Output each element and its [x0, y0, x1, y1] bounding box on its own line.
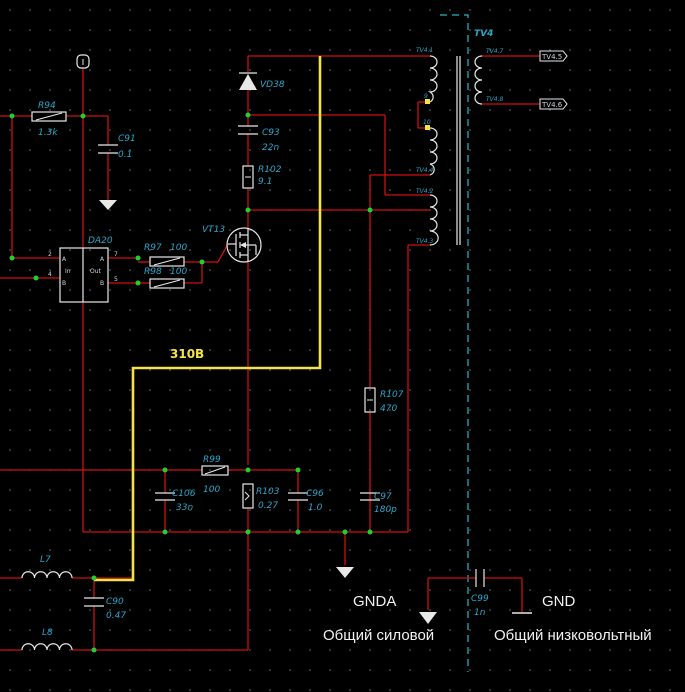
c97-ref: C97	[374, 492, 392, 502]
isolation-boundary	[440, 14, 469, 672]
r94-ref: R94	[38, 101, 56, 111]
tv4-pin-3: TV4.3	[416, 238, 433, 245]
diode-vd38	[239, 72, 257, 90]
da20-in-label: In	[65, 268, 71, 275]
c99-value: 1n	[474, 608, 486, 618]
c90-value: 0.47	[106, 611, 126, 621]
resistor-r107	[364, 387, 376, 413]
tv4-pin-7: TV4.7	[486, 48, 503, 55]
c91-value: 0.1	[118, 150, 132, 160]
c91-ref: C91	[118, 134, 136, 144]
resistor-r98	[149, 278, 185, 289]
port-tv4-5-label: TV4.5	[541, 53, 562, 61]
da20-pin-b-in: B	[62, 280, 66, 287]
resistor-r94	[31, 111, 67, 122]
da20-pin-4: 4	[48, 271, 52, 278]
c96-value: 1.0	[308, 503, 323, 513]
vd38-ref: VD38	[260, 80, 285, 90]
l7-ref: L7	[40, 555, 51, 565]
r102-ref: R102	[258, 165, 282, 175]
da20-ref: DA20	[88, 236, 113, 246]
c96-ref: C96	[306, 489, 324, 499]
resistor-r97	[149, 256, 185, 267]
port-tv4-5: TV4.5	[539, 50, 568, 62]
tv4-ref: TV4	[474, 29, 493, 39]
tv4-pin-2: TV4.2	[416, 188, 433, 195]
tv4-pin-8: TV4.8	[486, 96, 503, 103]
wires	[0, 55, 540, 651]
hv-net-label: 310В	[170, 347, 204, 361]
tv4-pin-10: 10	[423, 119, 431, 126]
tv4-pin-9: 9	[424, 93, 428, 100]
c93-value: 22n	[262, 143, 279, 153]
r94-value: 1.3k	[38, 128, 58, 138]
c90-ref: C90	[106, 597, 124, 607]
da20-pin-7: 7	[114, 251, 118, 258]
capacitor-c106	[155, 492, 175, 501]
tv4-pin-1: TV4.1	[416, 47, 433, 54]
port-tv4-6-label: TV4.6	[541, 101, 563, 109]
inductor-l7	[21, 571, 73, 579]
r99-ref: R99	[203, 455, 221, 465]
da20-pin-b-out: B	[100, 280, 104, 287]
capacitor-c99	[475, 569, 485, 587]
hv-net-trace	[94, 56, 322, 582]
c97-value: 180p	[374, 505, 397, 515]
gnd-label: GND	[542, 593, 576, 610]
da20-out-label: Out	[90, 268, 102, 275]
c93-ref: C93	[262, 128, 280, 138]
ic-da20	[59, 247, 109, 303]
da20-pin-a-in: A	[62, 256, 67, 263]
junction-nodes	[9, 112, 373, 653]
c106-value: 33n	[176, 503, 193, 513]
capacitor-c97	[360, 492, 380, 501]
resistor-r103	[242, 483, 254, 509]
da20-pin-2: 2	[48, 251, 52, 258]
r103-ref: R103	[256, 487, 280, 497]
transformer-tv4	[425, 55, 483, 246]
resistor-r99	[201, 465, 229, 476]
r97-value: 100	[170, 243, 187, 253]
r102-value: 9.1	[258, 177, 272, 187]
da20-pin-a-out: A	[100, 256, 105, 263]
port-tv4-6: TV4.6	[539, 98, 568, 110]
capacitor-c90	[84, 597, 104, 607]
power-ground-caption: Общий силовой	[323, 627, 434, 644]
r97-ref: R97	[144, 243, 162, 253]
c99-ref: C99	[471, 594, 489, 604]
gnda-symbol	[336, 567, 437, 624]
r107-ref: R107	[380, 390, 404, 400]
gnda-label: GNDA	[353, 593, 396, 610]
c106-ref: C106	[172, 489, 196, 499]
vcc-connector	[76, 54, 90, 69]
r107-value: 470	[380, 404, 397, 414]
r98-value: 100	[170, 267, 187, 277]
vt13-ref: VT13	[202, 225, 225, 235]
l8-ref: L8	[42, 628, 53, 638]
transistor-vt13	[226, 227, 262, 263]
capacitor-c91	[98, 144, 118, 210]
inductor-l8	[21, 643, 73, 651]
da20-pin-5: 5	[114, 276, 118, 283]
r99-value: 100	[203, 485, 220, 495]
resistor-r102	[242, 165, 254, 189]
r103-value: 0.27	[258, 501, 278, 511]
capacitor-c96	[288, 492, 308, 501]
capacitor-c93	[238, 125, 258, 135]
r98-ref: R98	[144, 267, 162, 277]
lowvoltage-ground-caption: Общий низковольтный	[494, 627, 652, 644]
tv4-pin-4: TV4.4	[416, 167, 433, 174]
